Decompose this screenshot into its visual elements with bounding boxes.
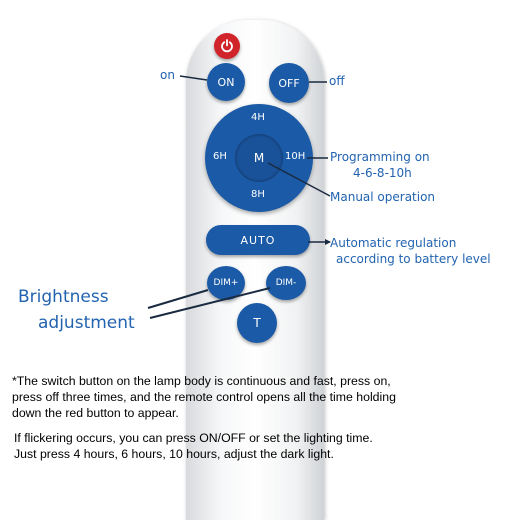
note-line-4: If flickering occurs, you can press ON/O… (14, 431, 373, 445)
dial-6h-label[interactable]: 6H (213, 151, 227, 162)
dim-minus-button[interactable]: DIM- (266, 266, 306, 300)
auto-callout-line2: according to battery level (336, 252, 491, 266)
note-line-1: *The switch button on the lamp body is c… (12, 374, 391, 388)
manual-callout: Manual operation (330, 190, 436, 204)
auto-button[interactable]: AUTO (206, 225, 310, 255)
on-button[interactable]: ON (207, 63, 245, 101)
manual-button[interactable]: M (235, 134, 283, 182)
off-button[interactable]: OFF (269, 63, 309, 103)
dim-minus-callout-line (149, 287, 271, 319)
on-callout-line (179, 75, 208, 81)
auto-callout-line1: Automatic regulation (330, 236, 457, 250)
note-line-5: Just press 4 hours, 6 hours, 10 hours, a… (14, 447, 334, 461)
power-button[interactable] (214, 33, 240, 59)
off-callout: off (329, 74, 345, 88)
programming-callout-line1: Programming on (330, 150, 430, 164)
note-line-3: down the red button to appear. (12, 406, 179, 420)
note-line-2: press off three times, and the remote co… (12, 390, 396, 404)
brightness-callout-line1: Brightness (18, 287, 109, 307)
dim-plus-callout-line (147, 289, 209, 309)
brightness-callout-line2: adjustment (38, 313, 135, 333)
dial-8h-label[interactable]: 8H (251, 189, 265, 200)
programming-callout-line2: 4-6-8-10h (353, 166, 412, 180)
power-icon (221, 39, 233, 53)
remote-control-body (186, 20, 324, 520)
dial-4h-label[interactable]: 4H (251, 112, 265, 123)
timer-button[interactable]: T (237, 303, 277, 343)
dim-plus-button[interactable]: DIM+ (207, 266, 245, 300)
on-callout: on (160, 68, 175, 82)
dial-10h-label[interactable]: 10H (285, 151, 306, 162)
auto-arrowhead (325, 239, 331, 245)
manual-callout-line (267, 162, 331, 197)
